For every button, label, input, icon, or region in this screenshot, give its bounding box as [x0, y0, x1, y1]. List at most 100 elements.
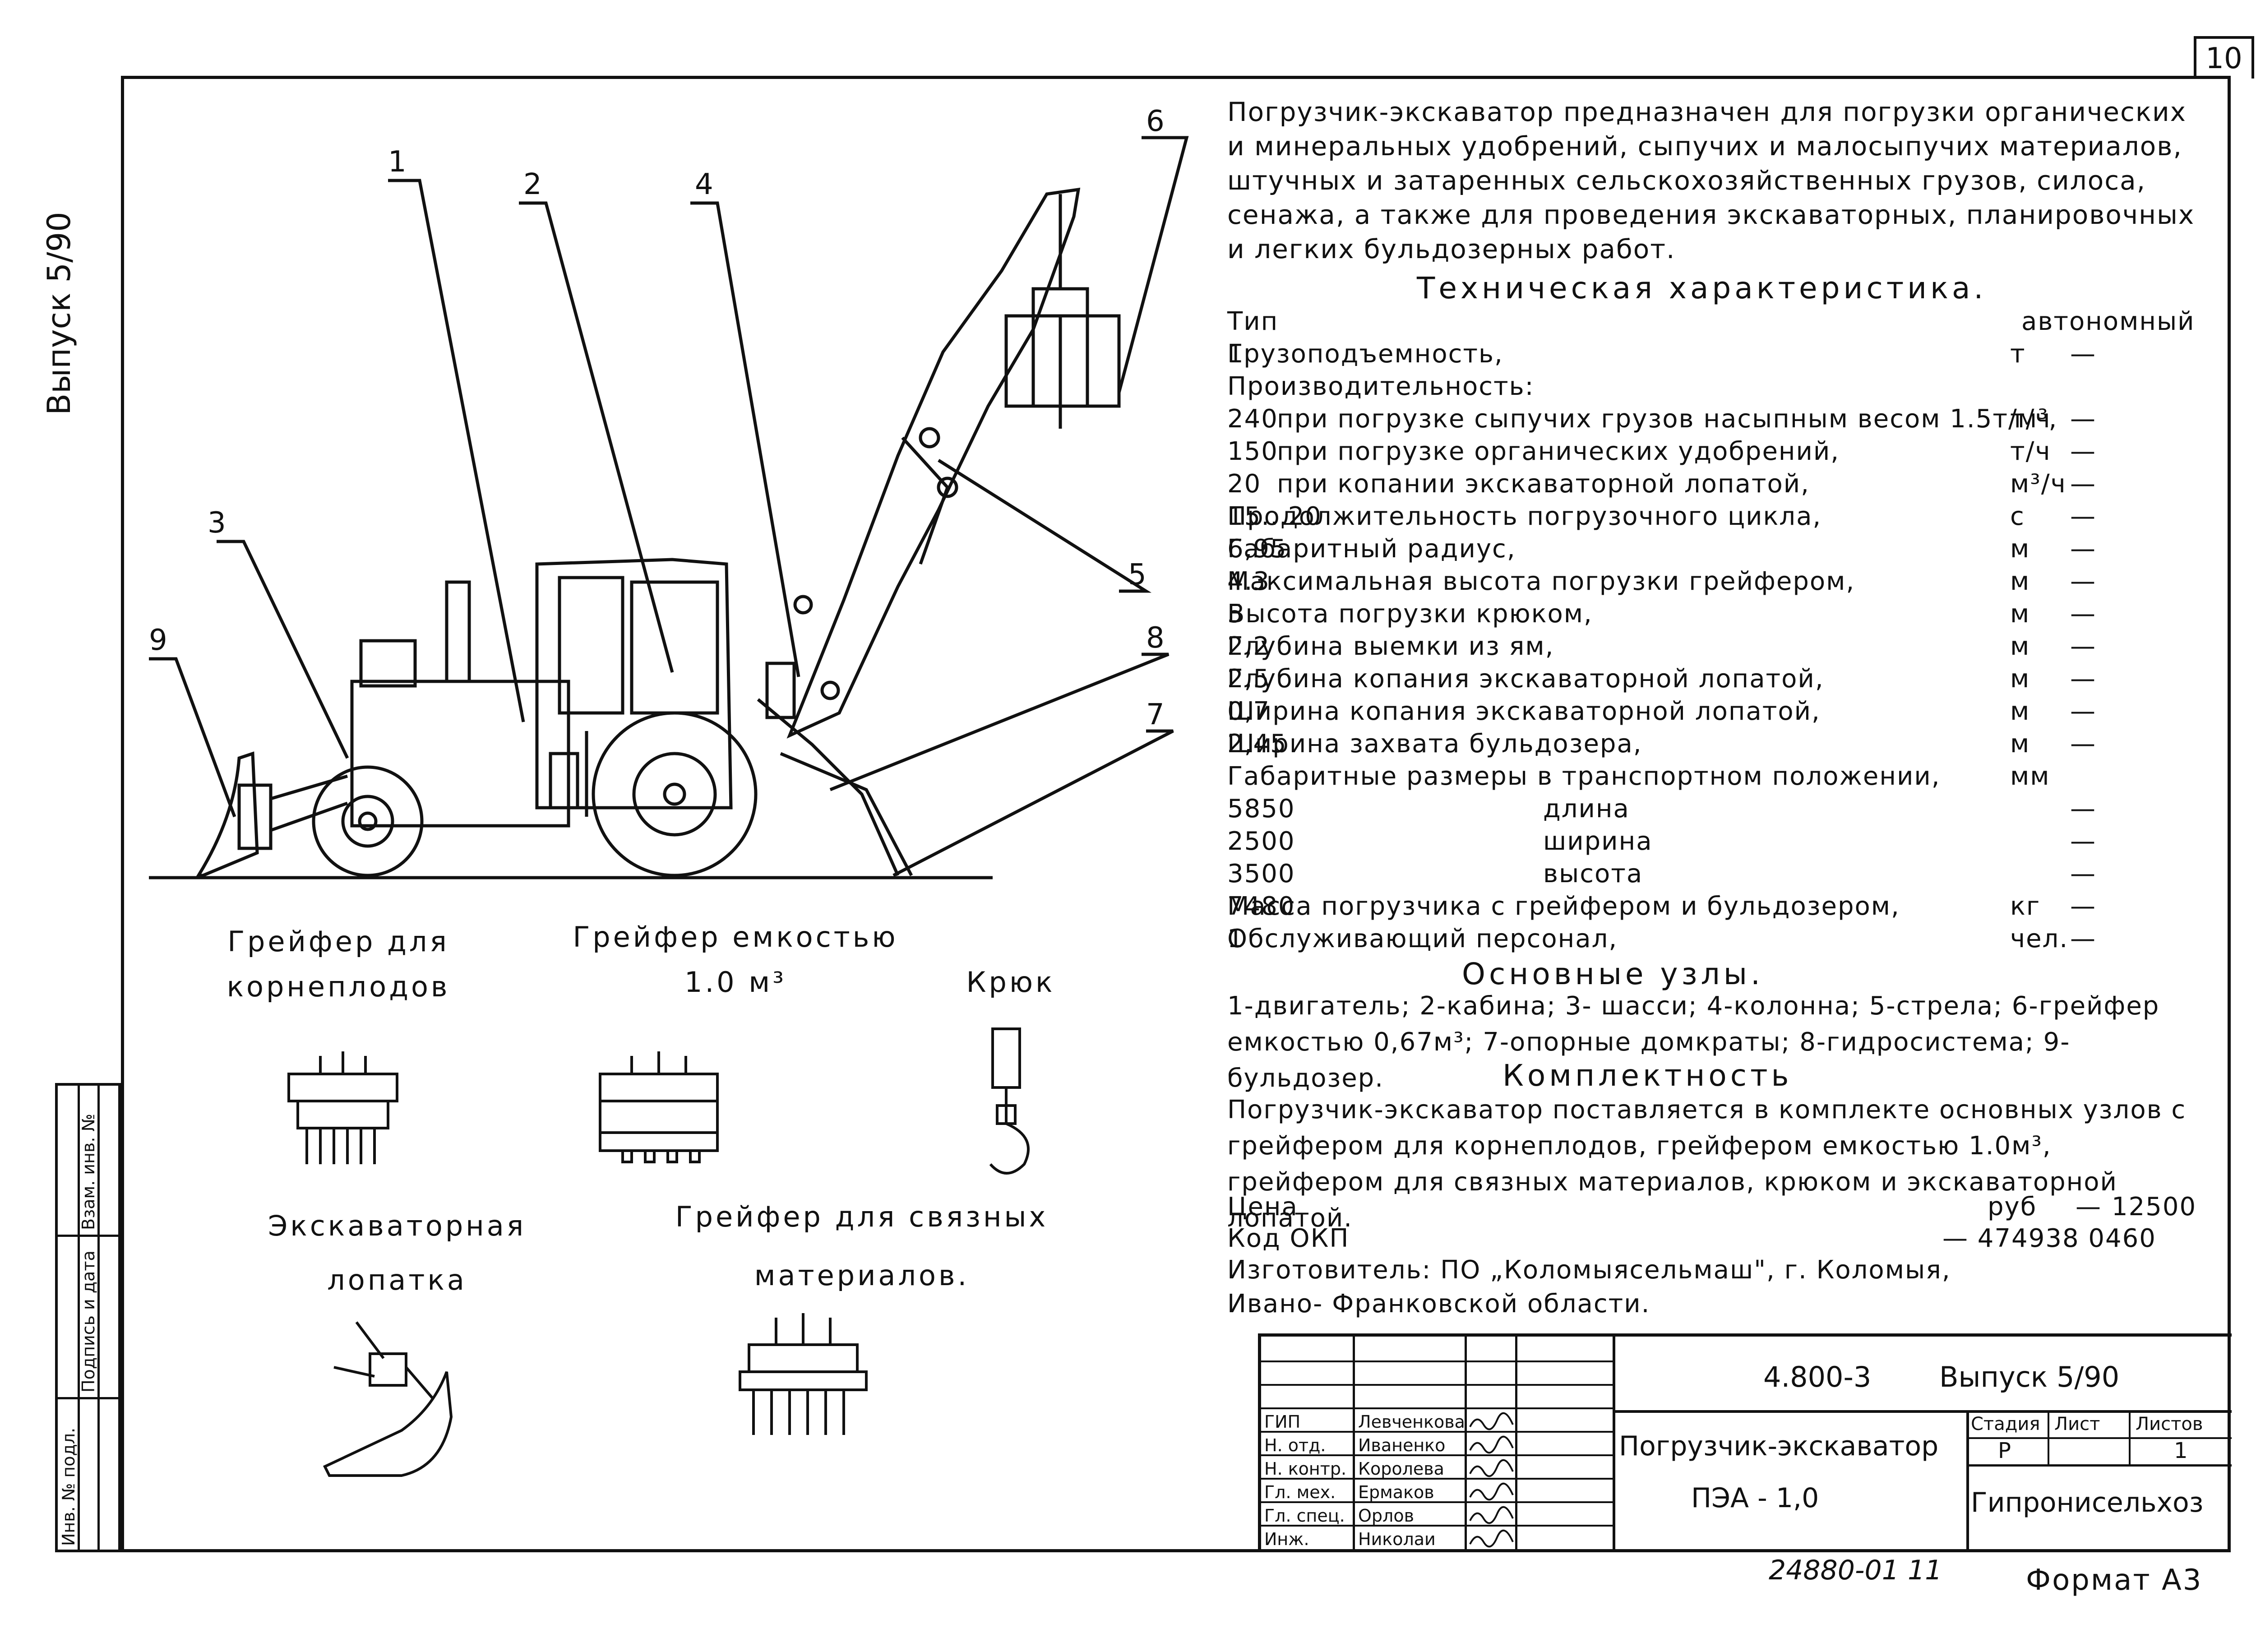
spec-row: Максимальная высота погрузки грейфером, м… — [1227, 567, 2202, 599]
spec-dash: — — [2070, 859, 2096, 888]
spec-value: 5 — [1227, 599, 1244, 629]
person-role: Н. контр. — [1264, 1459, 1347, 1479]
spec-name: Продолжительность погрузочного цикла, — [1227, 502, 1822, 531]
spec-unit: кг — [2010, 892, 2041, 921]
spec-row: Габаритный радиус,м—6,95 — [1227, 534, 2202, 567]
spec-value: 2,5 — [1227, 664, 1271, 694]
stamp-label-sign: Подпись и дата — [79, 1250, 98, 1393]
price-value: 12500 — [2112, 1192, 2197, 1222]
spec-value: 4.3 — [1227, 567, 1271, 596]
spec-row: Грузоподъемность,т—1 — [1227, 339, 2202, 372]
spec-name: Производительность: — [1227, 372, 1535, 401]
spec-value: 1 — [1227, 339, 1244, 369]
caption-bucket-grab-1: Грейфер емкостью — [573, 921, 898, 953]
person-name: Королева — [1358, 1459, 1444, 1479]
spec-dash: — — [2070, 632, 2096, 661]
footer-number: 24880-01 11 — [1769, 1555, 1942, 1586]
person-name: Николаи — [1358, 1529, 1436, 1549]
drawing-label-5: 5 — [1128, 558, 1146, 592]
spec-dash: — — [2070, 697, 2096, 726]
person-name: Ермаков — [1358, 1482, 1434, 1502]
spec-unit: м — [2010, 599, 2030, 629]
person-name: Иваненко — [1358, 1435, 1446, 1455]
price-dash: — — [2076, 1192, 2102, 1222]
product-model: ПЭА - 1,0 — [1691, 1482, 1819, 1514]
cohesive-grab-sketch — [739, 1313, 868, 1435]
signature-mark — [1469, 1435, 1514, 1454]
drawing-label-7: 7 — [1146, 698, 1165, 731]
spec-name: Обслуживающий персонал, — [1227, 924, 1618, 953]
spec-value: 0,7 — [1227, 697, 1271, 726]
spec-name: Максимальная высота погрузки грейфером, — [1227, 567, 1855, 596]
spec-value: 20 — [1227, 469, 1262, 499]
drawing-label-4: 4 — [695, 168, 713, 201]
spec-name: при копании экскаваторной лопатой, — [1277, 469, 1810, 499]
spec-dash: — — [2070, 534, 2096, 564]
tech-heading: Техническая характеристика. — [1417, 271, 1987, 305]
spec-row: Производительность: — [1227, 372, 2202, 404]
root-grab-sketch — [287, 1051, 398, 1164]
spec-unit: м — [2010, 567, 2030, 596]
caption-cohesive-grab-2: материалов. — [754, 1259, 970, 1292]
stamp-label-replace: Взам. инв. № — [79, 1113, 98, 1230]
drawing-frame — [121, 76, 2231, 1552]
spec-row: Ширина захвата бульдозера,м—2,45 — [1227, 729, 2202, 762]
person-role: Гл. спец. — [1264, 1506, 1345, 1526]
spec-name: Глубина копания экскаваторной лопатой, — [1227, 664, 1824, 694]
caption-shovel-2: лопатка — [327, 1263, 467, 1296]
spec-row: Глубина выемки из ям,м—2,2 — [1227, 632, 2202, 664]
units-heading: Основные узлы. — [1462, 957, 1764, 991]
spec-dash: — — [2070, 924, 2096, 953]
spec-unit: м — [2010, 729, 2030, 759]
signature-mark — [1469, 1529, 1514, 1548]
person-role: Инж. — [1264, 1529, 1309, 1549]
spec-dash: — — [2070, 794, 2096, 824]
spec-unit: т — [2010, 339, 2026, 369]
shovel-sketch — [323, 1321, 453, 1477]
description-text: Погрузчик-экскаватор предназначен для по… — [1227, 97, 2195, 264]
spec-dash: — — [2070, 567, 2096, 596]
caption-cohesive-grab-1: Грейфер для связных — [675, 1200, 1049, 1233]
spec-dash: — — [2070, 827, 2096, 856]
spec-dash: — — [2070, 437, 2096, 466]
spec-name: ширина — [1543, 827, 1653, 856]
caption-root-grab-1: Грейфер для — [227, 925, 449, 958]
format-label: Формат А3 — [2026, 1564, 2203, 1597]
sheets-value: 1 — [2174, 1438, 2188, 1463]
stamp-label-inv: Инв. № подл. — [59, 1427, 79, 1546]
spec-row: Габаритные размеры в транспортном положе… — [1227, 762, 2202, 794]
spec-row: при погрузке сыпучих грузов насыпным вес… — [1227, 404, 2202, 437]
spec-name: при погрузке сыпучих грузов насыпным вес… — [1277, 404, 2058, 434]
stage-value: Р — [1998, 1438, 2011, 1463]
spec-name: Глубина выемки из ям, — [1227, 632, 1554, 661]
maker-line-2: Ивано- Франковской области. — [1227, 1289, 1650, 1319]
person-role: ГИП — [1264, 1412, 1301, 1432]
spec-row: при копании экскаваторной лопатой,м³/ч—2… — [1227, 469, 2202, 502]
spec-unit: мм — [2010, 762, 2050, 791]
spec-name: Ширина захвата бульдозера, — [1227, 729, 1642, 759]
doc-issue: Выпуск 5/90 — [1939, 1360, 2120, 1393]
spec-value: 2,2 — [1227, 632, 1271, 661]
spec-name: высота — [1543, 859, 1643, 888]
spec-unit: т/ч — [2010, 437, 2051, 466]
side-issue-label: Выпуск 5/90 — [41, 212, 78, 415]
spec-dash: — — [2070, 599, 2096, 629]
spec-name: Тип — [1227, 307, 1279, 336]
spec-dash: — — [2070, 664, 2096, 694]
drawing-label-3: 3 — [208, 506, 226, 540]
spec-name: Габаритный радиус, — [1227, 534, 1516, 564]
price-label: Цена — [1227, 1192, 1298, 1222]
spec-value: 1 — [1227, 924, 1244, 953]
spec-row: Продолжительность погрузочного цикла,с—1… — [1227, 502, 2202, 534]
units-text: 1-двигатель; 2-кабина; 3- шасси; 4-колон… — [1227, 991, 2160, 1093]
caption-shovel-1: Экскаваторная — [268, 1209, 527, 1242]
okp-label: Код ОКП — [1227, 1224, 1350, 1253]
maker-line-1: Изготовитель: ПО „Коломыясельмаш", г. Ко… — [1227, 1255, 1951, 1285]
spec-row: Глубина копания экскаваторной лопатой,м—… — [1227, 664, 2202, 697]
caption-root-grab-2: корнеплодов — [227, 970, 450, 1003]
person-name: Орлов — [1358, 1506, 1414, 1526]
price-unit: руб — [1988, 1192, 2037, 1222]
person-name: Левченкова — [1358, 1412, 1465, 1432]
